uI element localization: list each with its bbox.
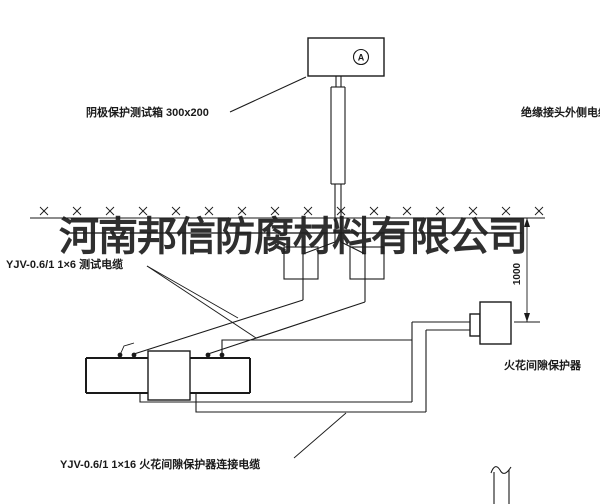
watermark: 河南邦信防腐材料有限公司 — [59, 214, 528, 259]
ammeter-symbol — [352, 48, 370, 66]
insulating-joint-cable-label: 绝缘接头外侧电缆 — [521, 105, 600, 119]
watermark-text: 河南邦信防腐材料有限公司 — [59, 214, 527, 259]
leader-line-test-box — [229, 76, 307, 113]
anchor-block-left — [283, 246, 319, 280]
pipe-break-symbol — [490, 466, 512, 504]
insulating-coupling — [147, 350, 191, 401]
dimension-1000: 1000 — [512, 218, 540, 323]
anchor-block-right — [349, 246, 385, 280]
ground-line — [30, 206, 545, 219]
ammeter-letter: A — [358, 53, 365, 63]
dimension-text: 1000 — [512, 262, 523, 285]
test-cable-label: YJV-0.6/1 1×6 测试电缆 — [6, 257, 123, 271]
test-cable-lines — [119, 241, 366, 356]
leader-lines — [146, 265, 347, 459]
spark-gap-protector — [469, 301, 512, 345]
spark-gap-cable-label: YJV-0.6/1 1×16 火花间隙保护器连接电缆 — [60, 457, 260, 471]
test-box-label: 阴极保护测试箱 300x200 — [86, 105, 209, 119]
test-box: A — [307, 37, 385, 77]
spark-gap-cable-lines — [139, 321, 480, 413]
spark-gap-connector — [469, 313, 481, 337]
spark-gap-protector-label: 火花间隙保护器 — [504, 358, 582, 372]
